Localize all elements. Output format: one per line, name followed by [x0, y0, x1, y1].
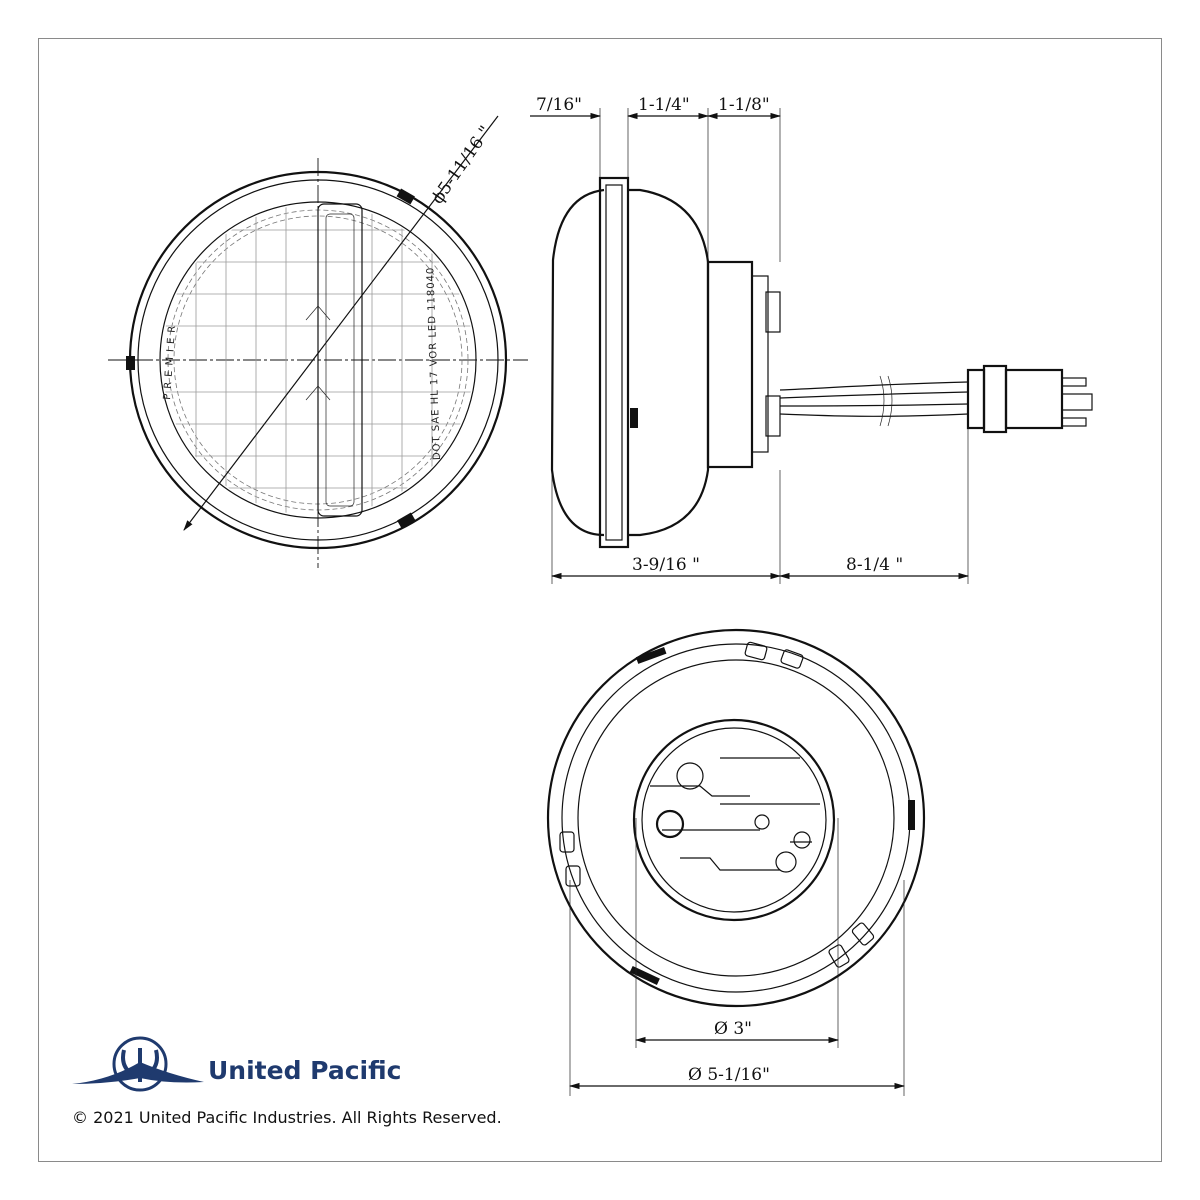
rim-inner-edge [137, 179, 499, 541]
rear-cap [751, 275, 769, 453]
rear-heatsink [706, 260, 754, 469]
connector-pin-3 [1061, 417, 1087, 427]
connector-pin-2 [1061, 393, 1093, 411]
copyright-text: © 2021 United Pacific Industries. All Ri… [72, 1108, 502, 1127]
bezel-inner [605, 184, 623, 541]
brand-name: United Pacific [208, 1056, 402, 1085]
vent-hole-left [655, 809, 685, 839]
wire-break-mark [879, 375, 893, 427]
rear-tab-bottom [629, 965, 660, 985]
dim-label-3-9-16: 3-9/16 " [632, 555, 700, 575]
rear-cap-circle [632, 718, 836, 922]
rear-clip-1 [744, 641, 768, 661]
center-led-bar [317, 203, 363, 517]
side-tab [630, 408, 638, 428]
connector-body [1004, 368, 1064, 430]
lens-dome [550, 188, 605, 537]
side-view: 7/16" 1-1/4" 1-1/8" 3-9/16 " 8-1/4 " [530, 95, 1093, 584]
rear-cap-inner [641, 727, 827, 913]
lens-grid [162, 204, 474, 516]
rear-rim-inner [561, 643, 911, 993]
lens-edge [159, 201, 477, 519]
dim-label-1-1-4: 1-1/4" [638, 95, 690, 115]
ring-text-dot: DOT SAE HL 17 VOR LED 118040 [425, 266, 443, 460]
dim-label-5-1-16: Ø 5-1/16" [688, 1065, 770, 1085]
logo-ring [112, 1036, 168, 1092]
rear-clip-5 [828, 944, 850, 968]
dim-label-3: Ø 3" [714, 1019, 752, 1039]
dim-label-1-1-8: 1-1/8" [718, 95, 770, 115]
rear-clip-2 [780, 649, 804, 669]
rear-tab-top [635, 647, 667, 664]
logo-monogram [121, 1048, 159, 1082]
center-led-bar-inner [325, 213, 355, 507]
rear-outer-rim [546, 628, 926, 1008]
rear-clip-top [765, 291, 781, 333]
mounting-tab-top [396, 188, 415, 205]
connector-pin-1 [1061, 377, 1087, 387]
rear-clip-bottom [765, 395, 781, 437]
led-bar-reflectors [305, 305, 331, 401]
vent-hole-top [676, 762, 704, 790]
diameter-dimension-line [183, 115, 499, 531]
united-pacific-logo [72, 1036, 204, 1092]
front-view: PREMIER DOT SAE HL 17 VOR LED 118040 ϕ5-… [108, 115, 528, 568]
rear-tab-right [908, 800, 915, 830]
connector-socket [775, 851, 797, 873]
rear-housing [577, 659, 895, 977]
rear-clip-3 [559, 831, 575, 853]
rear-clip-6 [851, 922, 875, 946]
dim-label-8-1-4: 8-1/4 " [846, 555, 903, 575]
breather-valve [754, 814, 770, 830]
heatsink-fins [650, 757, 820, 871]
rear-view: Ø 3" Ø 5-1/16" [546, 628, 926, 1096]
dim-label-7-16: 7/16" [536, 95, 582, 115]
front-diameter-label: ϕ5-11/16 " [428, 122, 496, 208]
connector-collar [982, 364, 1008, 434]
vent-hole-right [793, 831, 811, 849]
rear-clip-4 [565, 865, 581, 887]
mounting-tab-bottom [397, 512, 416, 529]
front-bezel [598, 176, 630, 549]
drawing-frame [38, 38, 1162, 1162]
connector-boot [966, 368, 986, 430]
reflector-housing [628, 188, 710, 537]
mounting-tab-left [126, 356, 135, 370]
wire-harness [779, 381, 969, 417]
